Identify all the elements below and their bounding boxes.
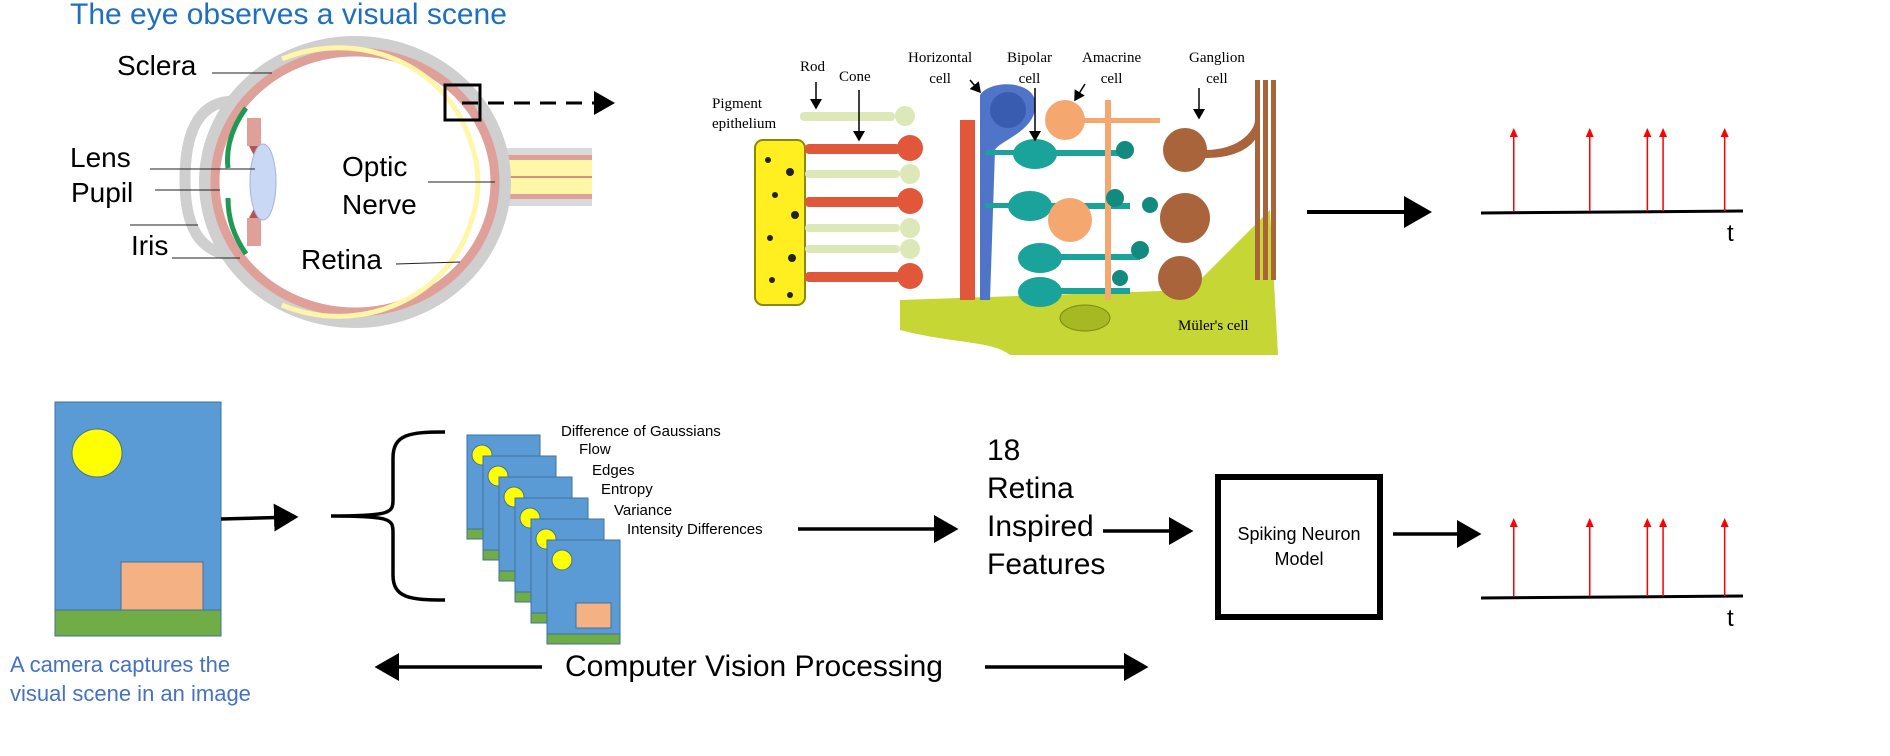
retina-layer	[281, 45, 473, 141]
eye-title: The eye observes a visual scene	[70, 0, 507, 31]
feature-map-stack	[466, 434, 621, 645]
label-ganglion-line2: cell	[1206, 71, 1228, 87]
label-lens: Lens	[70, 142, 131, 173]
label-amacrine-line2: cell	[1100, 71, 1123, 87]
feature-label: Difference of Gaussians	[561, 423, 721, 440]
feature-map-sun	[551, 549, 573, 571]
time-axis	[1480, 594, 1744, 600]
computer-vision-processing-label: Computer Vision Processing	[565, 650, 943, 683]
label-optic-nerve: Optic Nerve	[342, 148, 417, 224]
house	[120, 561, 204, 611]
sun	[71, 428, 123, 478]
spike-arrowhead	[1720, 128, 1729, 137]
spike-arrowhead	[1585, 128, 1594, 137]
retina-zoom-box	[443, 83, 482, 122]
feature-label: Variance	[614, 502, 673, 519]
label-horizontal-cell: Horizontal cell	[908, 48, 972, 90]
label-retina: Retina	[301, 244, 382, 275]
caption-line1: A camera captures the	[10, 652, 231, 677]
feature-map-house	[575, 602, 612, 629]
label-iris: Iris	[131, 230, 169, 261]
model-line1: Spiking Neuron	[1237, 524, 1361, 544]
spike-arrowhead	[1643, 128, 1652, 137]
ganglion-cell	[1163, 128, 1207, 172]
label-optic-line1: Optic	[342, 151, 408, 182]
feature-map-grass	[546, 633, 621, 645]
curly-brace	[330, 430, 446, 602]
label-ganglion-cell: Ganglion cell	[1189, 48, 1245, 90]
horizontal-cell	[980, 84, 1036, 301]
lens	[249, 143, 277, 221]
label-cone: Cone	[839, 69, 871, 85]
spiking-neuron-model-box: Spiking Neuron Model	[1215, 474, 1383, 620]
summary-line: Features	[987, 548, 1106, 581]
grass	[54, 609, 222, 637]
label-bipolar-line1: Bipolar	[1007, 50, 1052, 66]
model-line2: Model	[1274, 549, 1324, 569]
label-pigment-line2: epithelium	[712, 116, 777, 132]
amacrine-cell	[1045, 100, 1085, 140]
arrow-image-to-features	[220, 503, 299, 532]
sclera	[199, 36, 511, 328]
caption-line2: visual scene in an image	[10, 681, 251, 706]
label-horizontal-line1: Horizontal	[908, 50, 973, 66]
label-rod: Rod	[800, 59, 826, 75]
label-muller-cell: Müler's cell	[1178, 318, 1249, 334]
feature-label: Edges	[592, 462, 635, 479]
label-amacrine-line1: Amacrine	[1082, 50, 1142, 66]
feature-label: Flow	[579, 441, 611, 458]
summary-line: Inspired	[987, 510, 1094, 543]
retina-cell-illustration	[754, 79, 1278, 355]
spike-train-bottom	[1480, 518, 1744, 600]
label-amacrine-cell: Amacrine cell	[1082, 48, 1141, 90]
label-horizontal-line2: cell	[929, 71, 951, 87]
cornea	[179, 95, 251, 262]
spike-arrowhead	[1659, 128, 1668, 137]
features-summary: 18 Retina Inspired Features	[987, 432, 1105, 584]
camera-image	[54, 401, 222, 637]
feature-label: Intensity Differences	[627, 521, 763, 538]
label-bipolar-cell: Bipolar cell	[1007, 48, 1052, 90]
summary-line: Retina	[987, 472, 1074, 505]
time-label-top: t	[1727, 220, 1734, 247]
label-optic-line2: Nerve	[342, 189, 417, 220]
muller-cell	[900, 210, 1278, 355]
spike-arrowhead	[1643, 518, 1652, 527]
spike-arrowhead	[1720, 518, 1729, 527]
spike-arrowhead	[1659, 518, 1668, 527]
label-ganglion-line1: Ganglion	[1189, 50, 1245, 66]
label-pigment-line1: Pigment	[712, 96, 763, 112]
spike-arrowhead	[1585, 518, 1594, 527]
label-pigment-epithelium: Pigment epithelium	[712, 94, 776, 134]
label-bipolar-line2: cell	[1018, 71, 1041, 87]
feature-label: Entropy	[601, 481, 653, 498]
summary-line: 18	[987, 434, 1021, 467]
pigment-epithelium	[754, 139, 806, 306]
spike-train-top	[1480, 128, 1744, 215]
time-axis	[1480, 209, 1744, 215]
iris	[225, 106, 249, 169]
label-pupil: Pupil	[71, 177, 134, 208]
label-sclera: Sclera	[117, 50, 197, 81]
spike-arrowhead	[1509, 518, 1518, 527]
camera-caption: A camera captures the visual scene in an…	[10, 650, 251, 708]
spike-arrowhead	[1509, 128, 1518, 137]
eye-diagram	[130, 36, 615, 328]
time-label-bottom: t	[1727, 605, 1734, 632]
